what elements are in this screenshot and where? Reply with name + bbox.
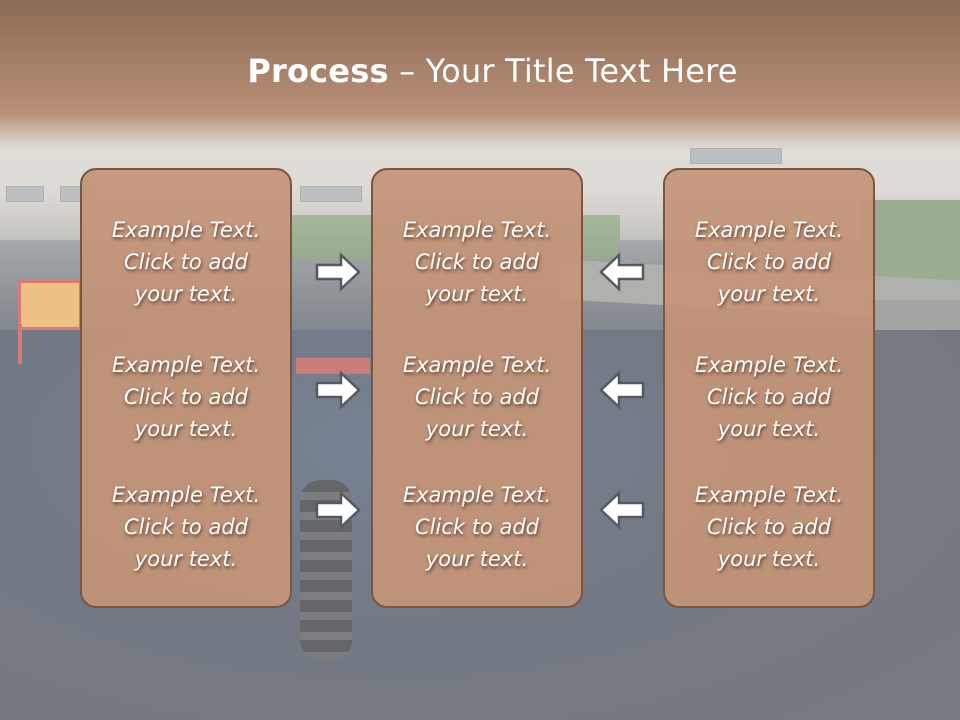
- panel-text-block[interactable]: Example Text. Click to add your text.: [373, 479, 581, 575]
- text-line: Example Text.: [111, 218, 261, 242]
- process-panel-right[interactable]: Example Text. Click to add your text. Ex…: [663, 168, 875, 608]
- process-panel-middle[interactable]: Example Text. Click to add your text. Ex…: [371, 168, 583, 608]
- arrow-right-icon: [315, 370, 361, 410]
- process-panel-left[interactable]: Example Text. Click to add your text. Ex…: [80, 168, 292, 608]
- text-line: Click to add: [706, 515, 831, 539]
- text-line: Click to add: [414, 385, 539, 409]
- text-line: Example Text.: [402, 218, 552, 242]
- spring-rider-seat: [296, 358, 370, 374]
- title-bar: [0, 0, 960, 150]
- panel-text-block[interactable]: Example Text. Click to add your text.: [82, 479, 290, 575]
- text-line: Click to add: [123, 385, 248, 409]
- text-line: your text.: [134, 282, 238, 306]
- text-line: your text.: [425, 417, 529, 441]
- text-line: Click to add: [123, 250, 248, 274]
- slide-title[interactable]: Process – Your Title Text Here: [0, 52, 960, 90]
- panel-text-block[interactable]: Example Text. Click to add your text.: [373, 214, 581, 310]
- panel-text-block[interactable]: Example Text. Click to add your text.: [665, 479, 873, 575]
- text-line: your text.: [717, 282, 821, 306]
- text-line: your text.: [134, 547, 238, 571]
- text-line: your text.: [134, 417, 238, 441]
- text-line: Example Text.: [111, 483, 261, 507]
- arrow-left-icon: [599, 490, 645, 530]
- panel-text-block[interactable]: Example Text. Click to add your text.: [82, 349, 290, 445]
- panel-text-block[interactable]: Example Text. Click to add your text.: [82, 214, 290, 310]
- text-line: Click to add: [414, 250, 539, 274]
- text-line: Example Text.: [111, 353, 261, 377]
- arrow-right-icon: [315, 490, 361, 530]
- text-line: your text.: [425, 547, 529, 571]
- title-rest: – Your Title Text Here: [388, 52, 738, 90]
- title-bold: Process: [247, 52, 389, 90]
- playground-seat-leg: [18, 324, 22, 364]
- panel-text-block[interactable]: Example Text. Click to add your text.: [665, 214, 873, 310]
- text-line: Example Text.: [402, 353, 552, 377]
- text-line: Example Text.: [402, 483, 552, 507]
- text-line: Example Text.: [694, 483, 844, 507]
- building-window: [6, 186, 44, 202]
- text-line: Click to add: [706, 250, 831, 274]
- panel-text-block[interactable]: Example Text. Click to add your text.: [665, 349, 873, 445]
- arrow-left-icon: [599, 370, 645, 410]
- arrow-right-icon: [315, 252, 361, 292]
- text-line: Click to add: [706, 385, 831, 409]
- text-line: Click to add: [123, 515, 248, 539]
- text-line: Example Text.: [694, 218, 844, 242]
- text-line: your text.: [425, 282, 529, 306]
- panel-text-block[interactable]: Example Text. Click to add your text.: [373, 349, 581, 445]
- building-window: [300, 186, 362, 202]
- text-line: Click to add: [414, 515, 539, 539]
- text-line: Example Text.: [694, 353, 844, 377]
- arrow-left-icon: [599, 252, 645, 292]
- text-line: your text.: [717, 547, 821, 571]
- text-line: your text.: [717, 417, 821, 441]
